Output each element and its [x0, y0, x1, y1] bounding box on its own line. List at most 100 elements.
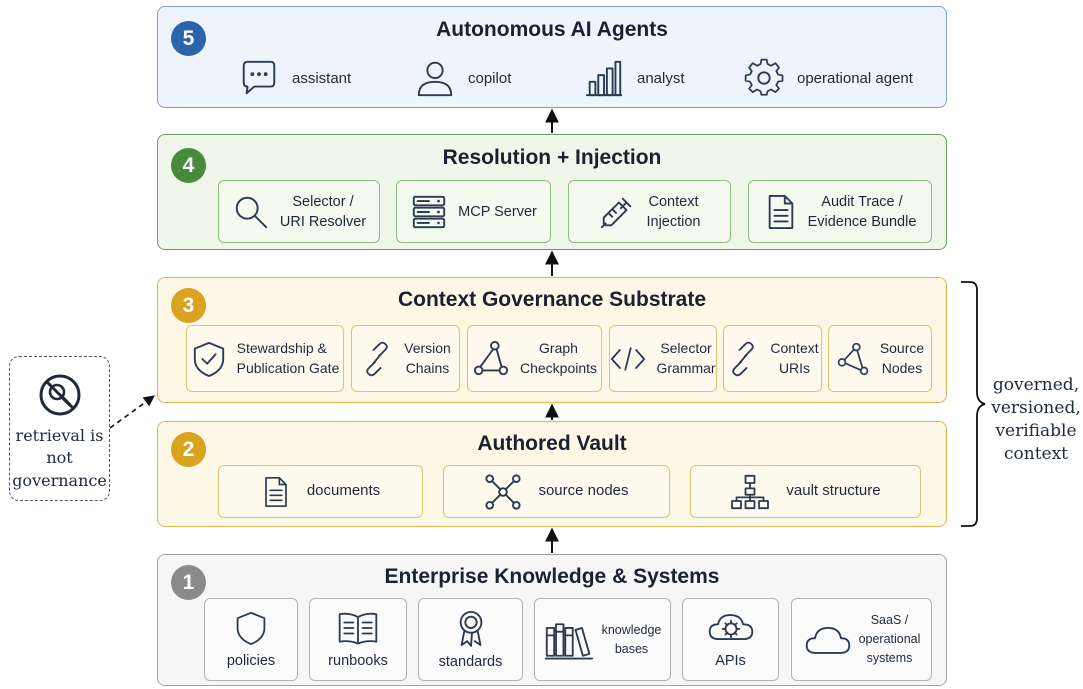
- card-label-line1: Selector: [660, 340, 712, 357]
- chat-bubble-icon: [242, 60, 276, 95]
- card-knowledge-bases: knowledge bases: [534, 598, 671, 681]
- award-icon: [459, 610, 482, 647]
- dashed-arrow-note-to-governance: [109, 395, 155, 429]
- link-icon: [366, 341, 388, 376]
- agent-assistant: assistant: [238, 57, 351, 99]
- card-apis: APIs: [682, 598, 779, 681]
- gear-icon: [744, 58, 784, 96]
- card-label-line2: Publication Gate: [236, 359, 340, 376]
- brace-label-line1: governed,: [992, 375, 1080, 395]
- card-label-line1: Audit Trace /: [821, 193, 903, 210]
- card-label: MCP Server: [458, 203, 537, 220]
- card-label-line2: URIs: [778, 359, 811, 376]
- network-icon: [485, 473, 522, 510]
- card-label: documents: [306, 482, 381, 500]
- search-icon: [235, 196, 268, 228]
- card-source-nodes-vault: source nodes: [443, 465, 670, 518]
- layer-authored-vault: 2 Authored Vault documents source nodes …: [157, 421, 947, 527]
- side-note-line1: retrieval is: [15, 426, 104, 445]
- syringe-icon: [601, 197, 632, 228]
- book-icon: [338, 612, 378, 644]
- card-label-line2: Chains: [405, 359, 450, 376]
- layer-title: Context Governance Substrate: [397, 288, 707, 311]
- side-note-retrieval-not-governance: retrieval is not governance: [9, 356, 110, 501]
- card-audit-trace: Audit Trace /Evidence Bundle: [748, 180, 932, 243]
- card-label-line1: Stewardship &: [236, 340, 327, 357]
- brace-label-line2: versioned,: [991, 397, 1081, 418]
- card-label: source nodes: [538, 482, 629, 500]
- document-icon: [264, 476, 287, 507]
- card-label-line1: Context: [770, 340, 819, 357]
- card-vault-structure: vault structure: [690, 465, 921, 518]
- brace-label: governed, versioned, verifiable context: [990, 374, 1082, 466]
- side-note-line2: not: [46, 448, 73, 468]
- card-label-line1: SaaS /: [870, 613, 909, 628]
- layer-number-badge: 2: [171, 432, 206, 467]
- card-label-line2: Grammar: [656, 359, 716, 376]
- card-mcp-server: MCP Server: [396, 180, 551, 243]
- cloud-gear-icon: [708, 613, 753, 640]
- card-label-line2: Injection: [646, 213, 701, 230]
- card-label-line2: operational: [858, 632, 921, 647]
- card-label-line2: Nodes: [881, 359, 923, 376]
- brace-label-line3: verifiable: [995, 420, 1077, 441]
- card-label-line1: Graph: [539, 340, 578, 357]
- layer-enterprise-knowledge-systems: 1 Enterprise Knowledge & Systems policie…: [157, 554, 947, 686]
- layer-resolution-injection: 4 Resolution + Injection Selector /URI R…: [157, 134, 947, 250]
- layer-title: Authored Vault: [477, 432, 627, 455]
- card-label: vault structure: [786, 482, 881, 500]
- card-standards: standards: [418, 598, 523, 681]
- card-label-line1: Selector /: [292, 193, 354, 210]
- shield-check-icon: [193, 341, 224, 377]
- card-label: standards: [438, 653, 503, 670]
- bar-chart-icon: [585, 60, 623, 97]
- server-icon: [412, 195, 446, 228]
- card-label-line2: Checkpoints: [519, 359, 598, 376]
- card-label: runbooks: [328, 652, 388, 669]
- layer-title: Enterprise Knowledge & Systems: [384, 565, 720, 588]
- no-search-icon: [39, 374, 81, 416]
- layer-number-badge: 3: [171, 288, 206, 323]
- right-brace: [961, 281, 986, 527]
- card-saas-operational-systems: SaaS / operational systems: [791, 598, 932, 681]
- layer-number-badge: 4: [171, 148, 206, 183]
- card-selector-uri-resolver: Selector /URI Resolver: [218, 180, 380, 243]
- card-label-line3: systems: [866, 650, 913, 665]
- agent-operational: operational agent: [743, 57, 913, 99]
- code-icon: [611, 346, 646, 371]
- card-label-line1: Source: [879, 340, 925, 357]
- layer-title: Autonomous AI Agents: [436, 18, 668, 41]
- agent-label: analyst: [637, 69, 685, 87]
- layer-context-governance-substrate: 3 Context Governance Substrate Stewardsh…: [157, 277, 947, 403]
- hierarchy-icon: [731, 474, 770, 509]
- books-icon: [544, 622, 593, 659]
- card-documents: documents: [218, 465, 423, 518]
- brace-label-line4: context: [1003, 443, 1068, 464]
- card-runbooks: runbooks: [309, 598, 407, 681]
- layer-autonomous-ai-agents: 5 Autonomous AI Agents assistant copilot…: [157, 6, 947, 108]
- link-icon: [732, 341, 755, 376]
- card-label: APIs: [715, 652, 746, 669]
- layer-title: Resolution + Injection: [442, 146, 662, 169]
- nodes-icon: [837, 342, 869, 375]
- layer-number-badge: 5: [171, 21, 206, 56]
- card-label-line2: bases: [614, 641, 649, 656]
- card-label-line1: knowledge: [601, 622, 662, 637]
- document-icon: [768, 194, 793, 229]
- side-note-line3: governance: [12, 470, 107, 490]
- card-policies: policies: [204, 598, 298, 681]
- shield-icon: [236, 611, 266, 645]
- layer-number-badge: 1: [171, 565, 206, 600]
- card-label-line1: Context: [648, 193, 699, 210]
- cloud-icon: [805, 626, 850, 654]
- card-label: policies: [226, 652, 276, 669]
- agent-label: copilot: [468, 69, 512, 87]
- agent-label: operational agent: [797, 69, 913, 87]
